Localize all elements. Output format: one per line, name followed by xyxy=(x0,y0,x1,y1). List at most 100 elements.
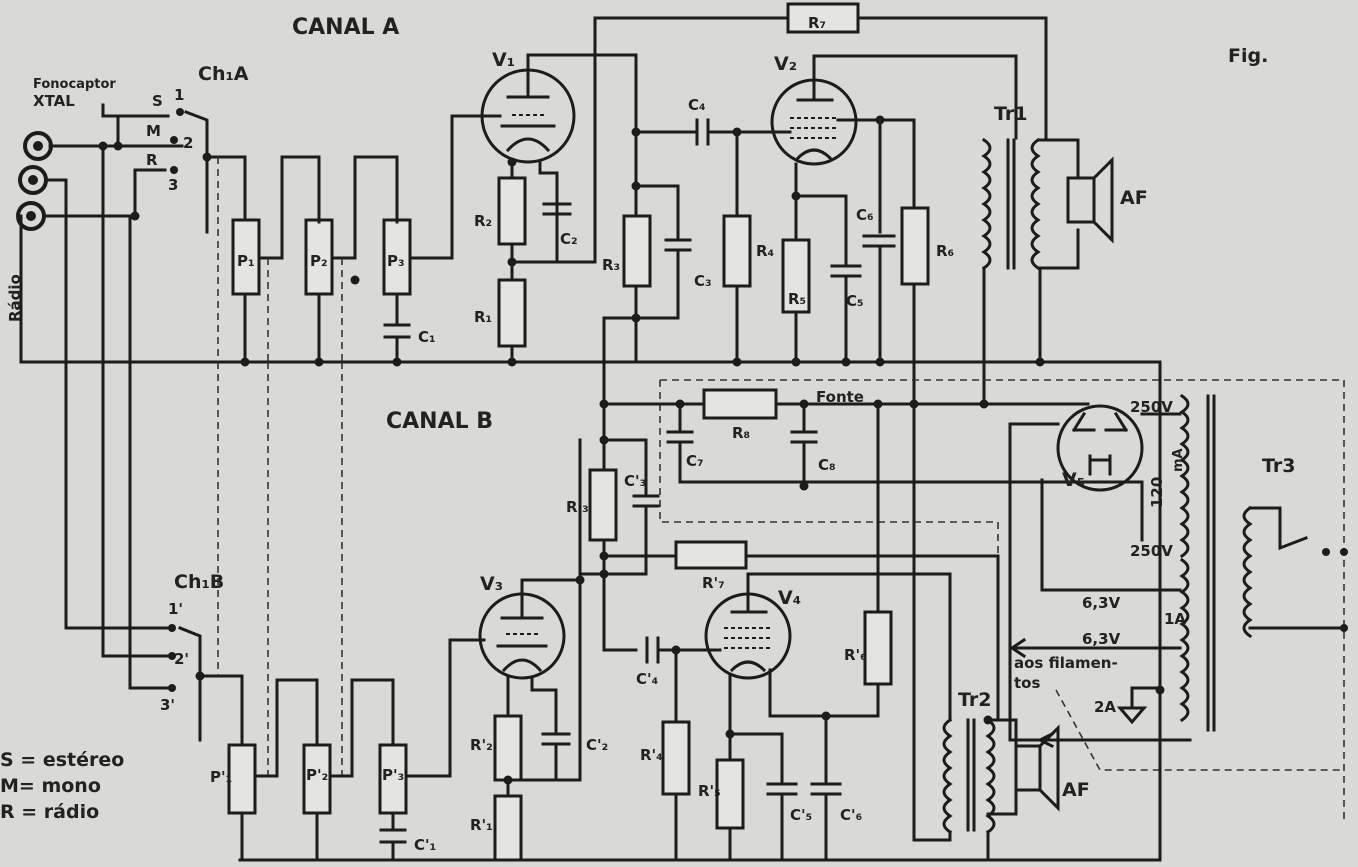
chassis-outline xyxy=(659,379,1345,820)
pot-p1-label: P₁ xyxy=(237,252,255,270)
resistor-r7b-label: R'₇ xyxy=(702,574,725,592)
pickup-label: Fonocaptor xyxy=(33,77,116,92)
capacitor-c8-label: C₈ xyxy=(818,456,836,474)
rectifier-v5 xyxy=(1056,404,1144,492)
pot-b-wiring xyxy=(240,638,486,862)
resistor-r3b xyxy=(588,468,618,542)
tube-v2-label: V₂ xyxy=(774,53,797,75)
tr1-label: Tr1 xyxy=(994,103,1027,125)
junction-dots xyxy=(98,115,1165,785)
capacitor-c4 xyxy=(634,118,792,146)
resistor-r6b xyxy=(863,610,893,686)
tube-v5-label: V₅ xyxy=(1062,469,1085,491)
capacitor-c4b-label: C'₄ xyxy=(636,670,658,688)
switch-ch1b[interactable] xyxy=(168,624,202,742)
tube-v3-label: V₃ xyxy=(480,573,503,595)
capacitor-c3-label: C₃ xyxy=(694,272,712,290)
capacitor-c1 xyxy=(383,323,411,339)
speaker-b-label: AF xyxy=(1062,779,1090,801)
pot-p1b[interactable] xyxy=(227,743,257,815)
legend-mono: M= mono xyxy=(0,775,101,797)
pot-a-wiring xyxy=(243,114,502,364)
pot-p3-label: P₃ xyxy=(387,252,405,270)
pot-p1b-label: P'₁ xyxy=(210,768,232,786)
capacitor-c6-label: C₆ xyxy=(856,206,874,224)
capacitor-c3b-label: C'₃ xyxy=(624,472,646,490)
r7b-feedback xyxy=(602,554,1000,722)
pot-p1[interactable] xyxy=(231,218,261,296)
capacitor-c2b xyxy=(541,732,571,782)
resistor-r5b xyxy=(715,758,745,830)
switch-pos-r: R xyxy=(146,151,158,169)
resistor-r3-label: R₃ xyxy=(602,256,620,274)
r7-feedback xyxy=(856,16,1048,140)
speaker-b xyxy=(1014,724,1060,812)
resistor-r8 xyxy=(702,388,778,420)
v1-cathode xyxy=(510,16,790,364)
switch-pos-s: S xyxy=(152,92,163,110)
resistor-r5b-label: R'₅ xyxy=(698,782,721,800)
ground-rail xyxy=(238,360,1162,862)
amp-2a: 2A xyxy=(1094,698,1116,716)
resistor-r7-label: R₇ xyxy=(808,14,826,32)
resistor-r4-label: R₄ xyxy=(756,242,774,260)
resistor-r2 xyxy=(497,176,527,246)
legend-stereo: S = estéreo xyxy=(0,749,124,771)
switch-b-num-1: 1' xyxy=(168,600,183,618)
resistor-r1b-label: R'₁ xyxy=(470,816,493,834)
switch-b-num-3: 3' xyxy=(160,696,175,714)
capacitor-c2-label: C₂ xyxy=(560,230,578,248)
gang-link-b xyxy=(217,362,343,776)
filament-label-2: tos xyxy=(1014,674,1040,692)
pot-p2b-label: P'₂ xyxy=(306,766,328,784)
resistor-r4 xyxy=(722,214,752,288)
voltage-63v-2: 6,3V xyxy=(1082,630,1121,648)
v2-wiring xyxy=(794,54,1018,242)
canal-a-title: CANAL A xyxy=(292,15,399,40)
ground-symbol xyxy=(1116,686,1162,725)
amp-1a: 1A xyxy=(1164,610,1186,628)
gang-link-a xyxy=(217,157,343,362)
transformer-tr3 xyxy=(1242,505,1348,639)
resistor-r4b xyxy=(661,720,691,796)
resistor-r3 xyxy=(622,214,652,288)
filament-label-1: aos filamen- xyxy=(1014,654,1118,672)
resistor-r1 xyxy=(497,278,527,348)
speaker-a xyxy=(1066,156,1114,244)
resistor-r4b-label: R'₄ xyxy=(640,746,663,764)
capacitor-c5b-label: C'₅ xyxy=(790,806,812,824)
switch-a-out xyxy=(205,155,247,224)
switch-ch1a[interactable] xyxy=(170,108,209,234)
capacitor-c2b-label: C'₂ xyxy=(586,736,608,754)
switch-ch1a-label: Ch₁A xyxy=(198,63,249,85)
power-transformer-primary-coil xyxy=(1179,393,1216,732)
pot-p2-label: P₂ xyxy=(310,252,328,270)
tube-v2 xyxy=(770,68,858,166)
ma-label: mA xyxy=(1171,448,1186,472)
voltage-63v-1: 6,3V xyxy=(1082,594,1121,612)
r5-c5-wiring xyxy=(794,194,862,364)
resistor-r2b-label: R'₂ xyxy=(470,736,493,754)
tube-v1-label: V₁ xyxy=(492,49,515,71)
tr3-label: Tr3 xyxy=(1262,455,1295,477)
capacitor-c5-label: C₅ xyxy=(846,292,864,310)
resistor-r6 xyxy=(900,206,930,286)
resistor-r5 xyxy=(781,238,811,314)
fig-label: Fig. xyxy=(1228,45,1268,67)
capacitor-c6b-label: C'₆ xyxy=(840,806,862,824)
resistor-r6-label: R₆ xyxy=(936,242,954,260)
switch-pos-m: M xyxy=(146,122,161,140)
resistor-r5-label: R₅ xyxy=(788,290,806,308)
c3-wiring xyxy=(602,184,692,442)
canal-b-title: CANAL B xyxy=(386,409,493,434)
switch-num-3: 3 xyxy=(168,176,178,194)
tr2-label: Tr2 xyxy=(958,689,991,711)
voltage-250v-top: 250V xyxy=(1130,398,1173,416)
tr2-wiring xyxy=(912,718,1018,862)
capacitor-c1b-label: C'₁ xyxy=(414,836,436,854)
v4-wiring xyxy=(728,572,952,762)
tube-v4 xyxy=(704,592,792,680)
resistor-r1b xyxy=(493,794,523,862)
tube-v3 xyxy=(478,592,566,680)
voltage-250v-bottom: 250V xyxy=(1130,542,1173,560)
